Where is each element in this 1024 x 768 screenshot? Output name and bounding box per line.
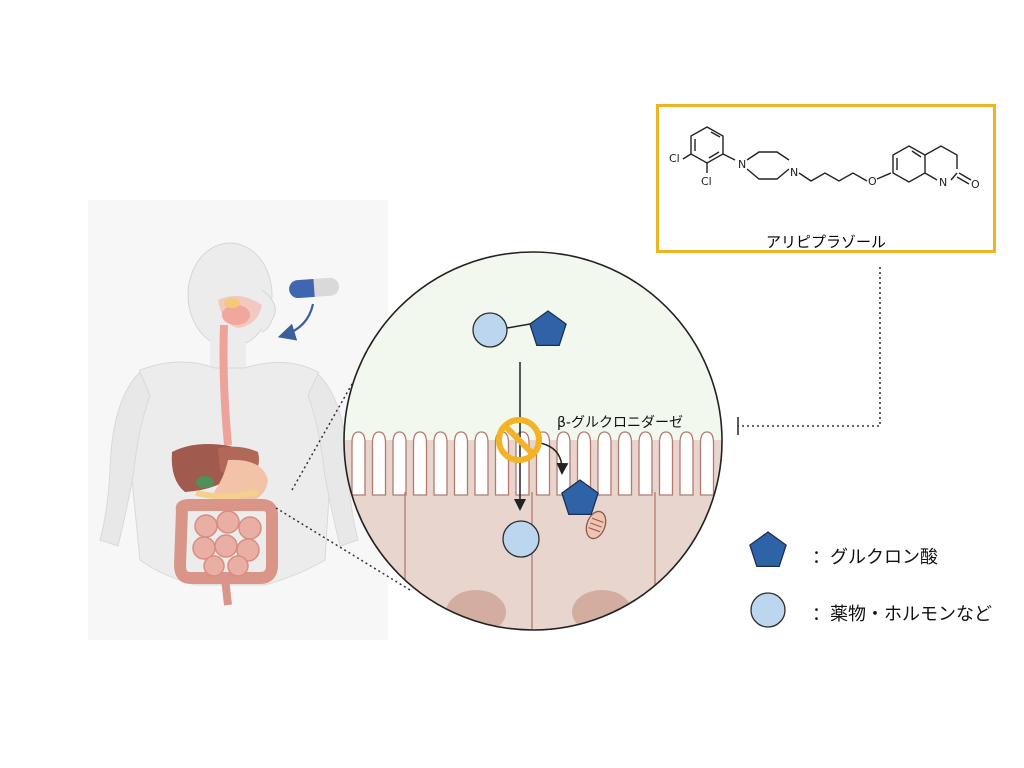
villus [556, 431, 571, 496]
glucuronic-acid-molecule [529, 310, 567, 347]
villus [474, 431, 489, 496]
drug-molecule [472, 312, 508, 348]
villus [638, 431, 653, 496]
bacteria-icon [585, 510, 607, 540]
villus [617, 431, 633, 496]
atom-n3: N [939, 176, 947, 189]
inhibition-connector [738, 267, 881, 427]
released-glucuronic-acid [561, 479, 599, 516]
villus [351, 431, 366, 496]
inhibition-icon [496, 417, 542, 463]
villus [576, 431, 592, 496]
free-drug-molecule [502, 520, 540, 558]
villus [658, 431, 674, 496]
atom-o1: O [868, 175, 877, 188]
villus [679, 431, 694, 496]
villi [351, 431, 715, 496]
release-arrow [539, 442, 569, 475]
atom-n1: N [738, 158, 746, 171]
villus [392, 431, 407, 496]
atom-cl2: Cl [701, 175, 712, 188]
enzyme-label: β-グルクロニダーゼ [557, 415, 683, 431]
capsule-icon [289, 277, 340, 299]
legend-circle-icon [750, 592, 786, 628]
human-body-icon [99, 242, 359, 606]
villus [597, 431, 612, 496]
villus [371, 431, 387, 496]
villus [699, 431, 715, 496]
aripiprazole-structure: Cl Cl N N O N O [669, 126, 980, 191]
villus [453, 431, 469, 496]
atom-cl1: Cl [669, 152, 680, 165]
ingestion-arrow [277, 303, 315, 341]
glucuronide-conjugate [472, 310, 567, 348]
intestinal-epithelium-zoom [343, 251, 723, 631]
compound-name: アリピプラゾール [765, 233, 886, 251]
villus [433, 431, 448, 496]
villus [412, 431, 428, 496]
atom-o2: O [971, 178, 980, 191]
legend-label-drugs-hormones: ：薬物・ホルモンなど [812, 604, 992, 625]
atom-n2: N [790, 166, 798, 179]
compound-structure-box: Cl Cl N N O N O アリピプラゾール [656, 104, 996, 253]
legend-label-glucuronic-acid: ：グルクロン酸 [812, 547, 938, 568]
legend-pentagon-icon [749, 531, 787, 568]
zoom-line-bottom [275, 507, 411, 591]
